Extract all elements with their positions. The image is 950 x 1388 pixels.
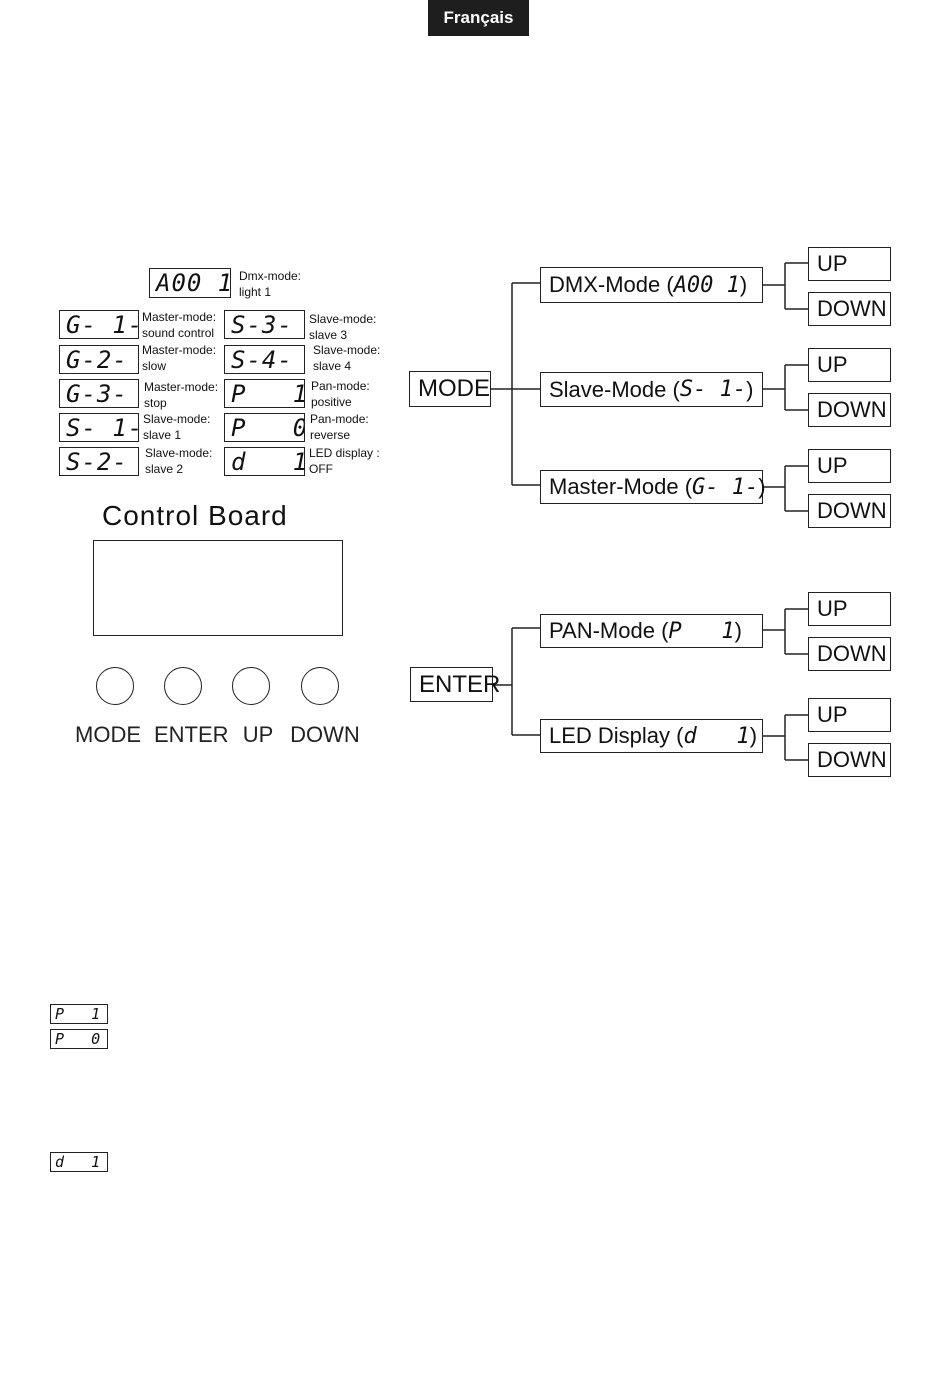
- legend-label: Master-mode:stop: [144, 380, 219, 410]
- legend-label: Slave-mode:slave 2: [145, 446, 213, 476]
- control-board-screen: [93, 540, 343, 636]
- slave-up-box: UP: [808, 348, 891, 382]
- pan-down-box: DOWN: [808, 637, 891, 671]
- legend-label: Slave-mode:slave 1: [143, 412, 211, 442]
- legend-label: Slave-mode:slave 4: [313, 343, 381, 373]
- mode-root-box: MODE: [409, 371, 491, 407]
- up-knob-label: UP: [242, 722, 274, 747]
- mode-knob-label: MODE: [75, 722, 141, 747]
- enter-root-box: ENTER: [410, 667, 500, 702]
- display-pan-positive: P 1: [50, 1004, 108, 1024]
- control-board-title: Control Board: [102, 500, 288, 531]
- pan-mode-box: PAN-Mode (P 1): [540, 614, 763, 648]
- legend-label: Master-mode:sound control: [142, 310, 217, 340]
- legend-label: Slave-mode:slave 3: [309, 312, 377, 342]
- up-knob[interactable]: [232, 667, 270, 705]
- pan-up-box: UP: [808, 592, 891, 626]
- display-code: P 1: [224, 379, 305, 408]
- led-up-box: UP: [808, 698, 891, 732]
- display-code: S-3-: [224, 310, 305, 339]
- display-code: G-2-: [59, 345, 139, 374]
- dmx-mode-box: DMX-Mode (A00 1): [540, 267, 763, 303]
- dmx-up-box: UP: [808, 247, 891, 281]
- legend-label-dmx: Dmx-mode:light 1: [239, 269, 302, 299]
- legend-label: Pan-mode:positive: [311, 379, 370, 409]
- led-down-box: DOWN: [808, 743, 891, 777]
- master-up-box: UP: [808, 449, 891, 483]
- display-code: G- 1-: [59, 310, 139, 339]
- legend-label: LED display :OFF: [309, 446, 380, 476]
- language-tab[interactable]: Français: [428, 0, 529, 36]
- enter-knob-label: ENTER: [154, 722, 229, 747]
- display-code: G-3-: [59, 379, 139, 408]
- display-led-off: d 1: [50, 1152, 108, 1172]
- legend-label: Master-mode:slow: [142, 343, 217, 373]
- display-code: P 0: [224, 413, 305, 442]
- down-knob[interactable]: [301, 667, 339, 705]
- down-knob-label: DOWN: [290, 722, 360, 747]
- mode-knob[interactable]: [96, 667, 134, 705]
- display-code: S- 1-: [59, 413, 139, 442]
- display-code: S-4-: [224, 345, 305, 374]
- led-display-box: LED Display (d 1): [540, 719, 763, 753]
- dmx-down-box: DOWN: [808, 292, 891, 326]
- master-down-box: DOWN: [808, 494, 891, 528]
- slave-down-box: DOWN: [808, 393, 891, 427]
- master-mode-box: Master-Mode (G- 1-): [540, 470, 766, 504]
- legend-label: Pan-mode:reverse: [310, 412, 369, 442]
- display-code: S-2-: [59, 447, 139, 476]
- display-dmx-light1: A00 1: [149, 268, 231, 298]
- enter-knob[interactable]: [164, 667, 202, 705]
- display-code: d 1: [224, 447, 305, 476]
- display-pan-reverse: P 0: [50, 1029, 108, 1049]
- slave-mode-box: Slave-Mode (S- 1-): [540, 372, 763, 407]
